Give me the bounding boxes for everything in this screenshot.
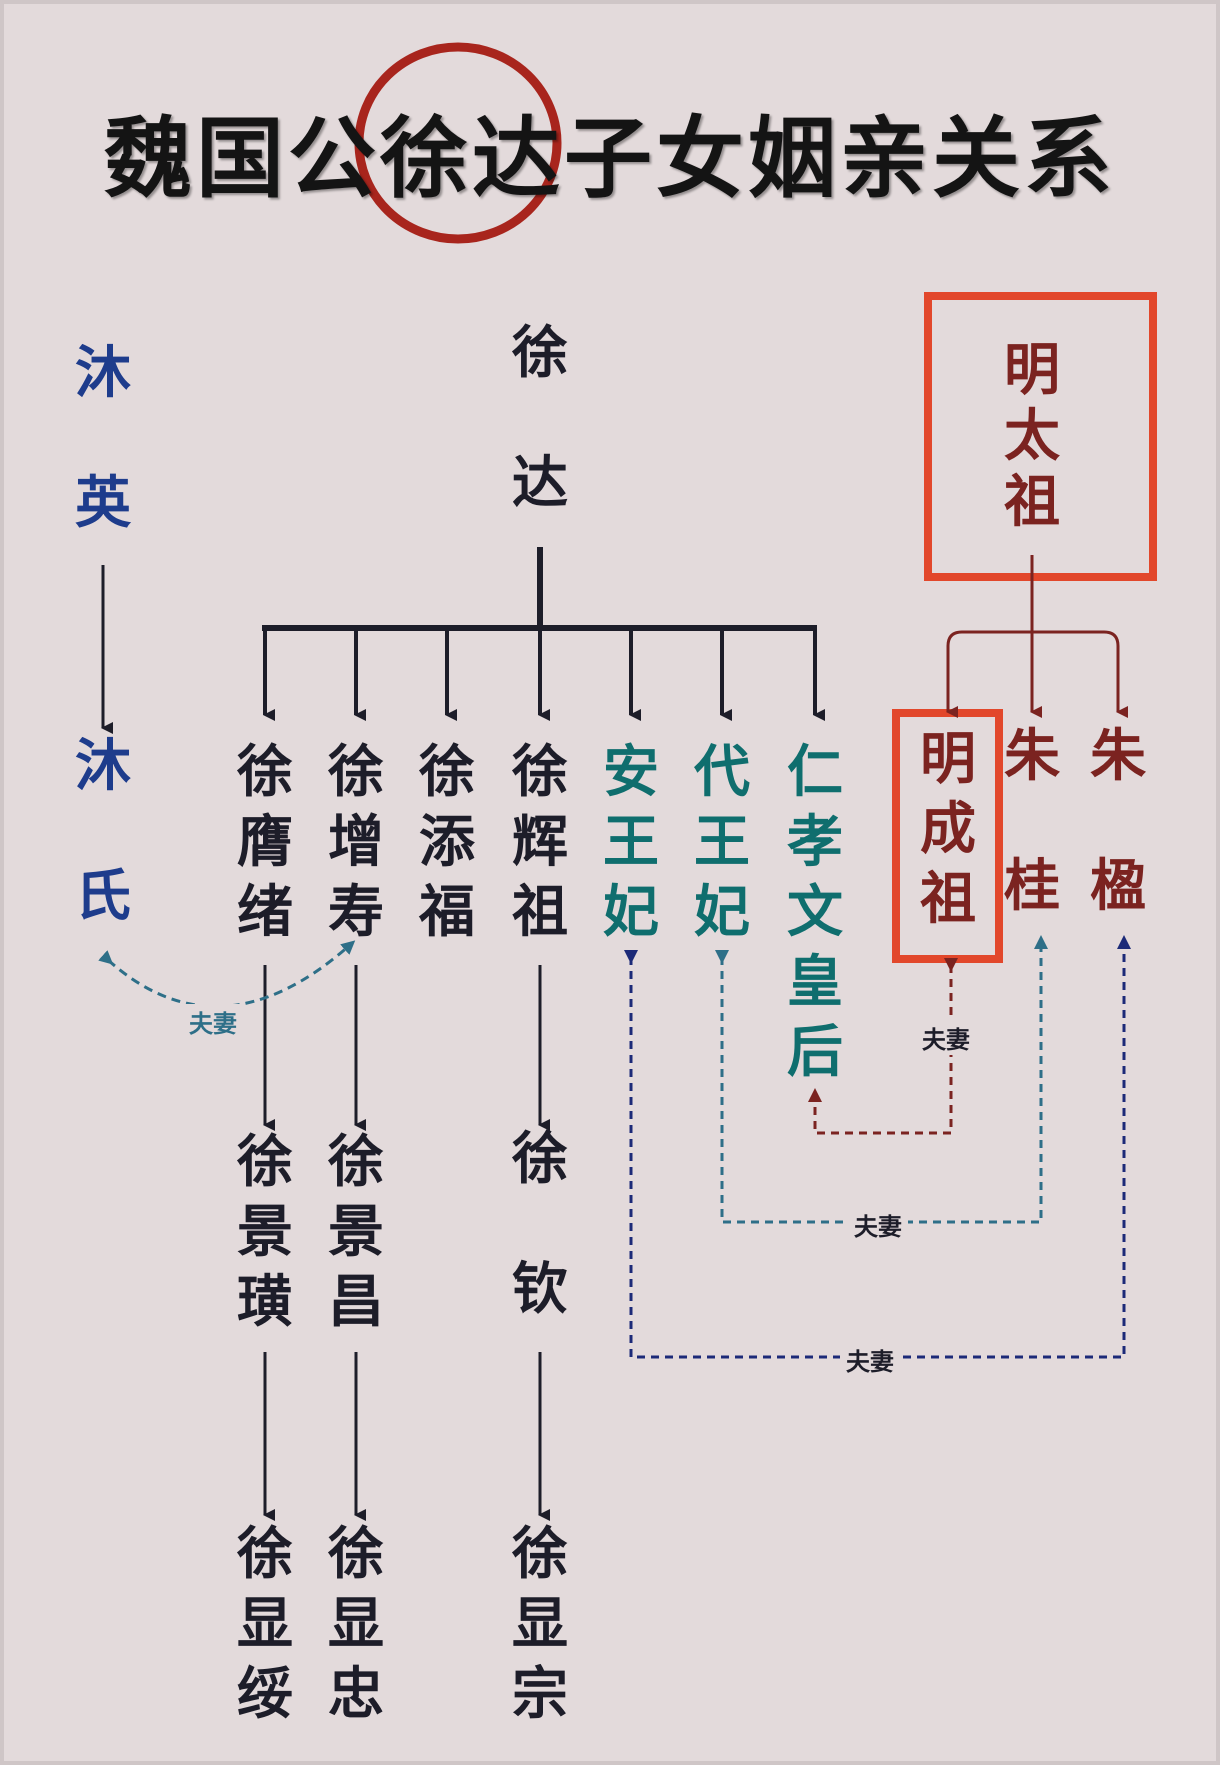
ming-taizu-highlight-box — [924, 292, 1157, 581]
person-xu-huizu: 徐辉祖 — [512, 740, 568, 945]
couple-label-dai-gui: 夫妻 — [848, 1207, 908, 1242]
couple-link-an-ying — [624, 935, 1131, 1359]
person-xu-xianzhong: 徐显忠 — [328, 1522, 384, 1727]
person-ming-chengzu: 明成祖 — [920, 727, 976, 932]
person-zhu-gui: 朱桂 — [1004, 724, 1060, 919]
person-xu-xiansui: 徐显绥 — [237, 1522, 293, 1727]
couple-label-mu-xu: 夫妻 — [183, 1004, 243, 1039]
person-xu-qin: 徐钦 — [512, 1127, 568, 1322]
person-xu-yingxu: 徐膺绪 — [237, 740, 293, 945]
xu-da-children-lines — [262, 547, 817, 631]
person-xu-jingchang: 徐景昌 — [328, 1130, 384, 1335]
ming-taizu-child-arrows — [946, 632, 1128, 718]
title-suffix: 子女姻亲关系 — [564, 106, 1117, 210]
couple-link-dai-gui — [715, 935, 1048, 1224]
title-highlight: 徐达 — [379, 106, 564, 210]
person-xu-xianzong: 徐显宗 — [512, 1522, 568, 1727]
person-ming-taizu: 明太祖 — [1004, 338, 1060, 535]
title-prefix: 魏国公 — [103, 106, 380, 210]
person-xu-tianfu: 徐添福 — [419, 740, 475, 945]
page-title: 魏国公徐达子女姻亲关系 — [0, 88, 1220, 215]
couple-label-an-ying: 夫妻 — [840, 1342, 900, 1377]
person-renxiao-empress: 仁孝文皇后 — [787, 740, 843, 1085]
couple-label-chengzu: 夫妻 — [916, 1020, 976, 1055]
person-mu-shi: 沐氏 — [75, 734, 131, 929]
person-xu-da: 徐达 — [512, 321, 568, 516]
person-xu-jingxuan: 徐景璜 — [237, 1130, 293, 1335]
person-an-wangfei: 安王妃 — [603, 740, 659, 945]
title-highlight-circle — [354, 42, 562, 244]
xu-da-child-arrows — [263, 628, 825, 721]
couple-link-mu-xu — [98, 940, 356, 1008]
descendant-arrows — [263, 965, 550, 1521]
person-xu-zengshou: 徐增寿 — [328, 740, 384, 945]
person-mu-ying: 沐英 — [75, 341, 131, 536]
person-dai-wangfei: 代王妃 — [694, 740, 750, 945]
person-zhu-ying: 朱楹 — [1090, 724, 1146, 919]
